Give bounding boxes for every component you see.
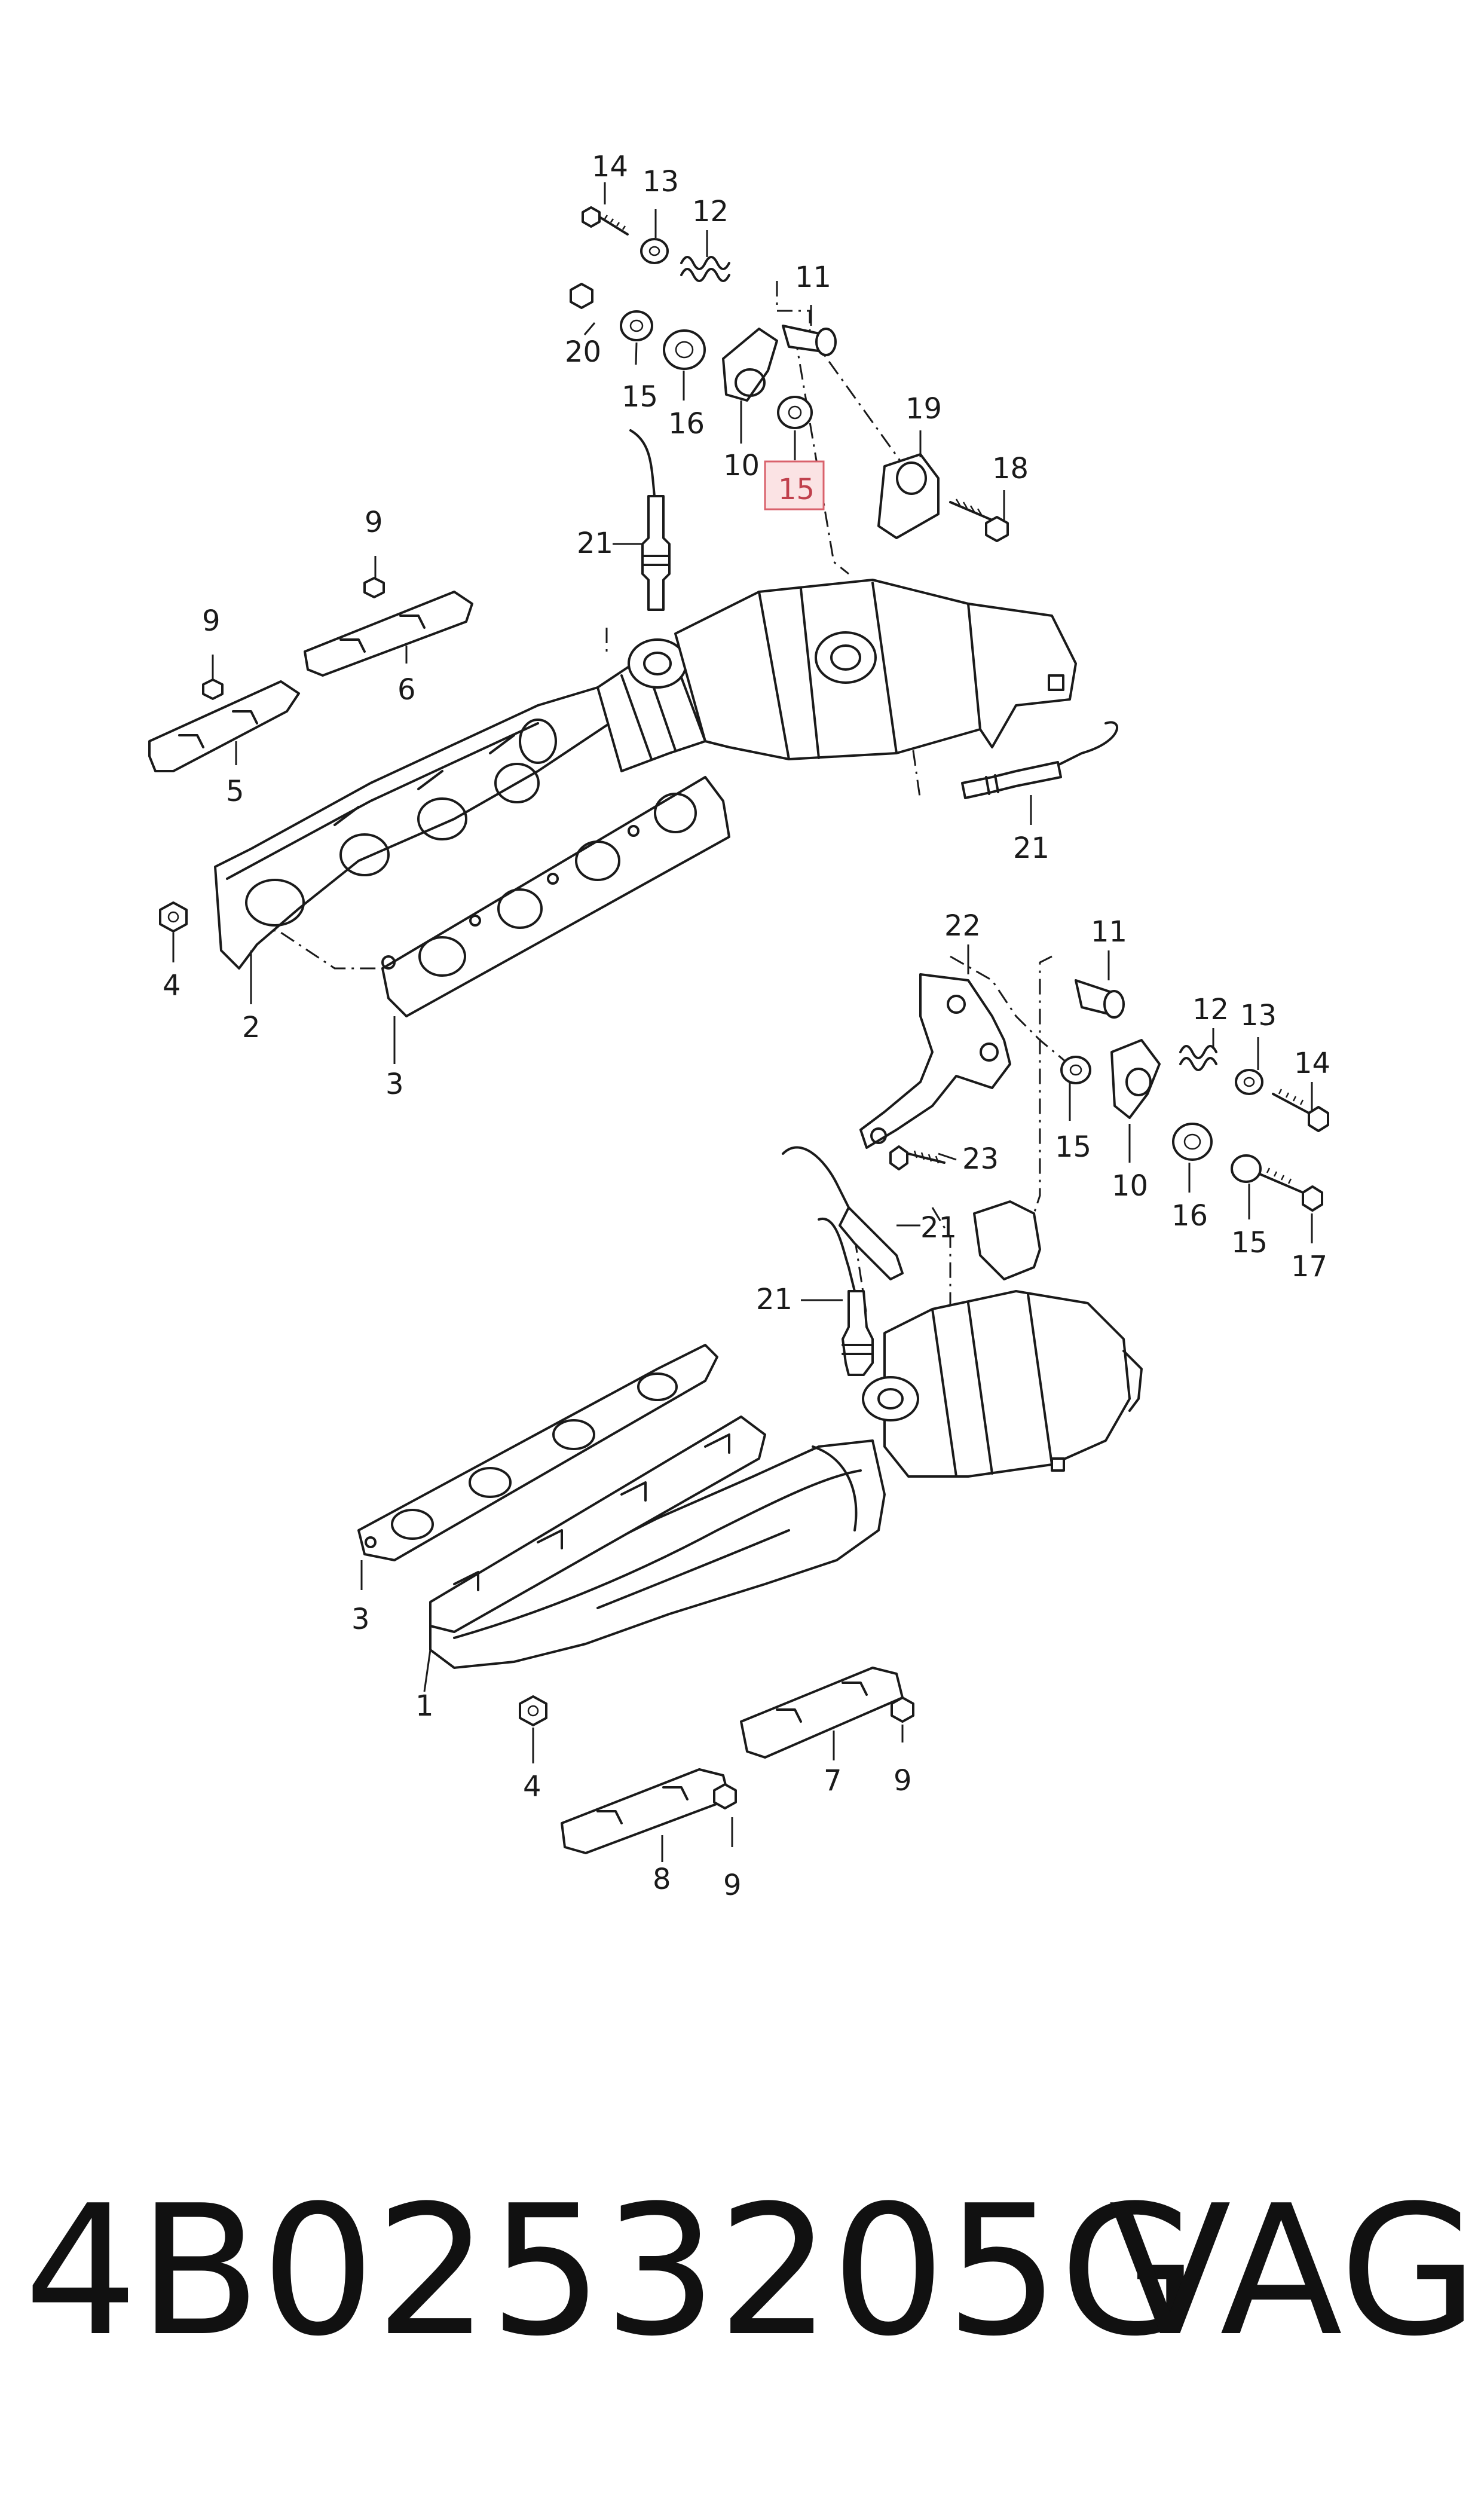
bracket-10-upper — [722, 328, 778, 402]
nut-4-lower — [519, 1695, 547, 1726]
callout-12-upper: 12 — [692, 195, 729, 228]
callout-21-upper-left: 21 — [577, 527, 613, 560]
callout-10-upper: 10 — [723, 449, 760, 482]
callout-21-lower-b: 21 — [756, 1283, 793, 1316]
callout-12-lower: 12 — [1192, 993, 1229, 1026]
bolt-23 — [889, 1145, 908, 1170]
upper-assembly: 14 13 12 11 20 15 16 10 15 19 18 21 9 9 … — [148, 150, 1119, 1101]
callout-16-upper: 16 — [668, 407, 705, 441]
lower-assembly: 22 11 12 13 14 15 10 16 15 17 23 21 21 3… — [351, 909, 1330, 1902]
part-number: 4B0253205G — [24, 2167, 1199, 2376]
heat-shield-5 — [148, 680, 300, 772]
spring-12-upper — [680, 256, 730, 270]
callout-23: 23 — [962, 1142, 999, 1176]
bushing-15-upper-b — [777, 396, 813, 429]
callout-20: 20 — [565, 335, 601, 369]
bolt-14-upper — [582, 206, 601, 228]
callout-13-upper: 13 — [642, 165, 679, 198]
callout-10-lower: 10 — [1112, 1169, 1148, 1203]
footer: 4B0253205G VAG — [24, 2167, 1478, 2376]
bolt-18 — [985, 516, 1009, 542]
washer-13-lower — [1235, 1069, 1263, 1095]
callout-13-lower: 13 — [1240, 999, 1277, 1032]
callout-21-upper-right: 21 — [1013, 831, 1049, 865]
callout-19: 19 — [905, 392, 942, 426]
spring-12-lower — [1179, 1045, 1217, 1059]
catalytic-converter-lower — [883, 1290, 1131, 1478]
callout-15-lower-a: 15 — [1055, 1130, 1091, 1164]
bolt-17 — [1302, 1185, 1323, 1212]
callout-15-lower-b: 15 — [1231, 1226, 1268, 1259]
bushing-15-lower-a — [1060, 1056, 1091, 1084]
callout-17: 17 — [1291, 1250, 1327, 1283]
callout-11-upper: 11 — [795, 261, 831, 294]
callout-7: 7 — [824, 1764, 842, 1797]
nut-4-upper — [159, 901, 188, 933]
bushing-15-upper-a — [620, 310, 653, 341]
callout-6: 6 — [397, 673, 416, 707]
gasket-3-lower — [357, 1344, 718, 1561]
washer-13-upper — [640, 238, 669, 264]
callout-14-upper: 14 — [592, 150, 628, 184]
bushing-15-lower-b — [1231, 1154, 1262, 1183]
callout-22: 22 — [944, 909, 981, 943]
bushing-16-lower — [1172, 1123, 1213, 1161]
callout-16-lower: 16 — [1171, 1199, 1208, 1233]
callout-2: 2 — [242, 1011, 261, 1044]
nut-20 — [570, 283, 593, 309]
callout-21-lower-a: 21 — [920, 1211, 957, 1245]
exhaust-manifold-1 — [429, 1439, 886, 1669]
callout-5: 5 — [226, 775, 244, 808]
callout-9-lower-b: 9 — [723, 1869, 742, 1902]
nut-9b — [363, 577, 385, 598]
bracket-22 — [859, 973, 1011, 1149]
heat-shield-8 — [561, 1768, 730, 1854]
callout-18: 18 — [992, 452, 1029, 485]
callout-4-lower: 4 — [523, 1770, 541, 1803]
callout-3-upper: 3 — [385, 1068, 404, 1101]
callout-15-highlighted: 15 — [778, 473, 815, 506]
callout-8: 8 — [653, 1863, 671, 1896]
callout-9-lower-a: 9 — [894, 1764, 912, 1797]
heat-shield-6 — [304, 591, 473, 677]
callout-14-lower: 14 — [1294, 1047, 1330, 1080]
bracket-10-lower — [1110, 1039, 1161, 1119]
callout-1: 1 — [415, 1689, 434, 1723]
brand-name: VAG — [1109, 2167, 1479, 2376]
callout-4-upper: 4 — [163, 969, 181, 1002]
heat-shield-2 — [214, 686, 611, 970]
gasket-3 — [381, 776, 730, 1017]
highlight-box-15 — [764, 460, 825, 510]
bolt-14-lower — [1308, 1106, 1329, 1132]
callout-15-upper-a: 15 — [622, 380, 658, 414]
callout-3-lower: 3 — [351, 1603, 370, 1636]
bushing-16-upper — [663, 329, 706, 370]
nut-9d — [713, 1783, 737, 1809]
nut-9c — [891, 1696, 914, 1723]
callout-9-upper-b: 9 — [202, 604, 221, 638]
bracket-19 — [877, 453, 940, 539]
nut-9a — [202, 678, 224, 700]
heat-shield-7 — [740, 1667, 904, 1759]
callout-11-lower: 11 — [1091, 915, 1127, 949]
callout-9-upper-a: 9 — [365, 506, 383, 539]
exhaust-manifold-diagram: 14 13 12 11 20 15 16 10 15 19 18 21 9 9 … — [148, 150, 1330, 1902]
